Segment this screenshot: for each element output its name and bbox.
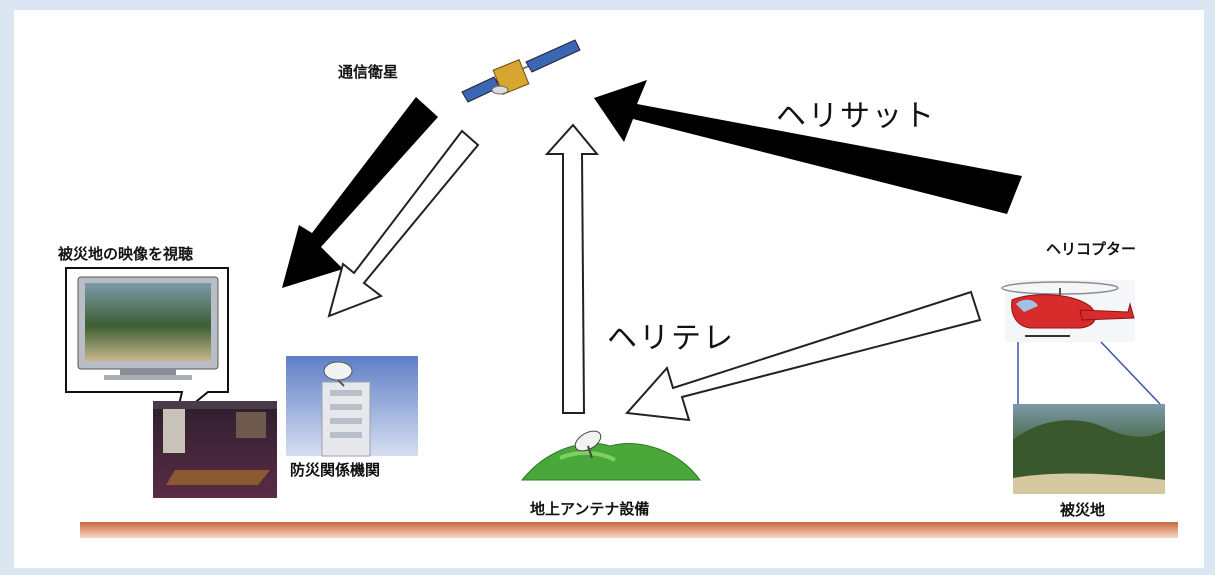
building-icon — [286, 356, 418, 457]
view-footage-label: 被災地の映像を視聴 — [58, 245, 194, 263]
ground-station-icon — [520, 430, 701, 481]
monitor-callout — [65, 267, 229, 421]
helisat-arrow-to-satellite — [594, 80, 1022, 214]
meeting-room-photo — [153, 401, 277, 498]
ground-station-label: 地上アンテナ設備 — [530, 500, 650, 518]
disaster-area-label: 被災地 — [1060, 501, 1106, 519]
helisat-label: ヘリサット — [776, 99, 936, 134]
agency-label: 防災関係機関 — [290, 461, 381, 479]
heletele-label: ヘリテレ — [607, 321, 735, 356]
satellite-label: 通信衛星 — [338, 63, 399, 81]
helicopter-label: ヘリコプター — [1046, 240, 1137, 258]
helicopter-icon — [1001, 280, 1135, 342]
antenna-dish-icon — [574, 430, 602, 459]
disaster-area-photo — [1013, 404, 1165, 494]
uplink-arrow-to-satellite — [544, 123, 600, 414]
downlink-arrow-to-agency — [327, 129, 480, 318]
helisat-arrow-to-agency — [282, 97, 438, 288]
link-line — [1100, 341, 1161, 405]
heletele-arrow-to-ground — [624, 290, 982, 422]
ground-line — [80, 522, 1178, 538]
satellite-icon — [461, 39, 581, 103]
